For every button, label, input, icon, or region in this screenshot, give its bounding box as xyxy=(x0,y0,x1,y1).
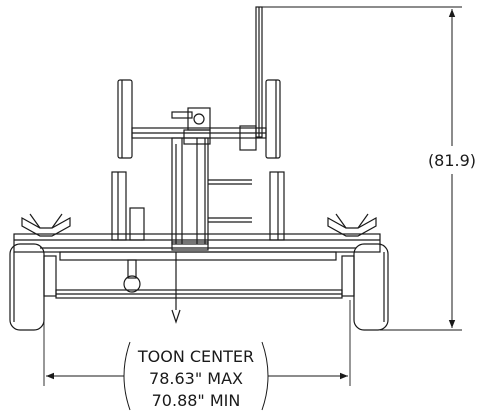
right-tire xyxy=(341,243,389,331)
width-label-line-1: TOON CENTER xyxy=(137,347,254,366)
winch-mast xyxy=(255,6,263,138)
width-label-left-bracket xyxy=(123,341,131,411)
winch-head xyxy=(171,107,211,145)
width-label-right-bracket xyxy=(261,341,269,411)
width-extension-lines xyxy=(43,300,351,386)
width-label-line-2: 78.63" MAX xyxy=(149,369,243,388)
safety-chain xyxy=(171,252,181,324)
upper-guide-bunks xyxy=(117,79,281,159)
deck-beam xyxy=(13,233,381,261)
jack-wheel xyxy=(123,259,141,293)
left-pontoon-cradle xyxy=(21,213,71,237)
right-pontoon-cradle xyxy=(327,213,377,237)
width-label-line-3: 70.88" MIN xyxy=(152,391,241,410)
height-extension-lines xyxy=(262,6,462,331)
side-brackets xyxy=(111,171,285,241)
left-tire xyxy=(9,243,57,331)
center-post xyxy=(171,137,209,245)
axle xyxy=(55,289,343,299)
height-dimension-label: (81.9) xyxy=(428,151,476,170)
